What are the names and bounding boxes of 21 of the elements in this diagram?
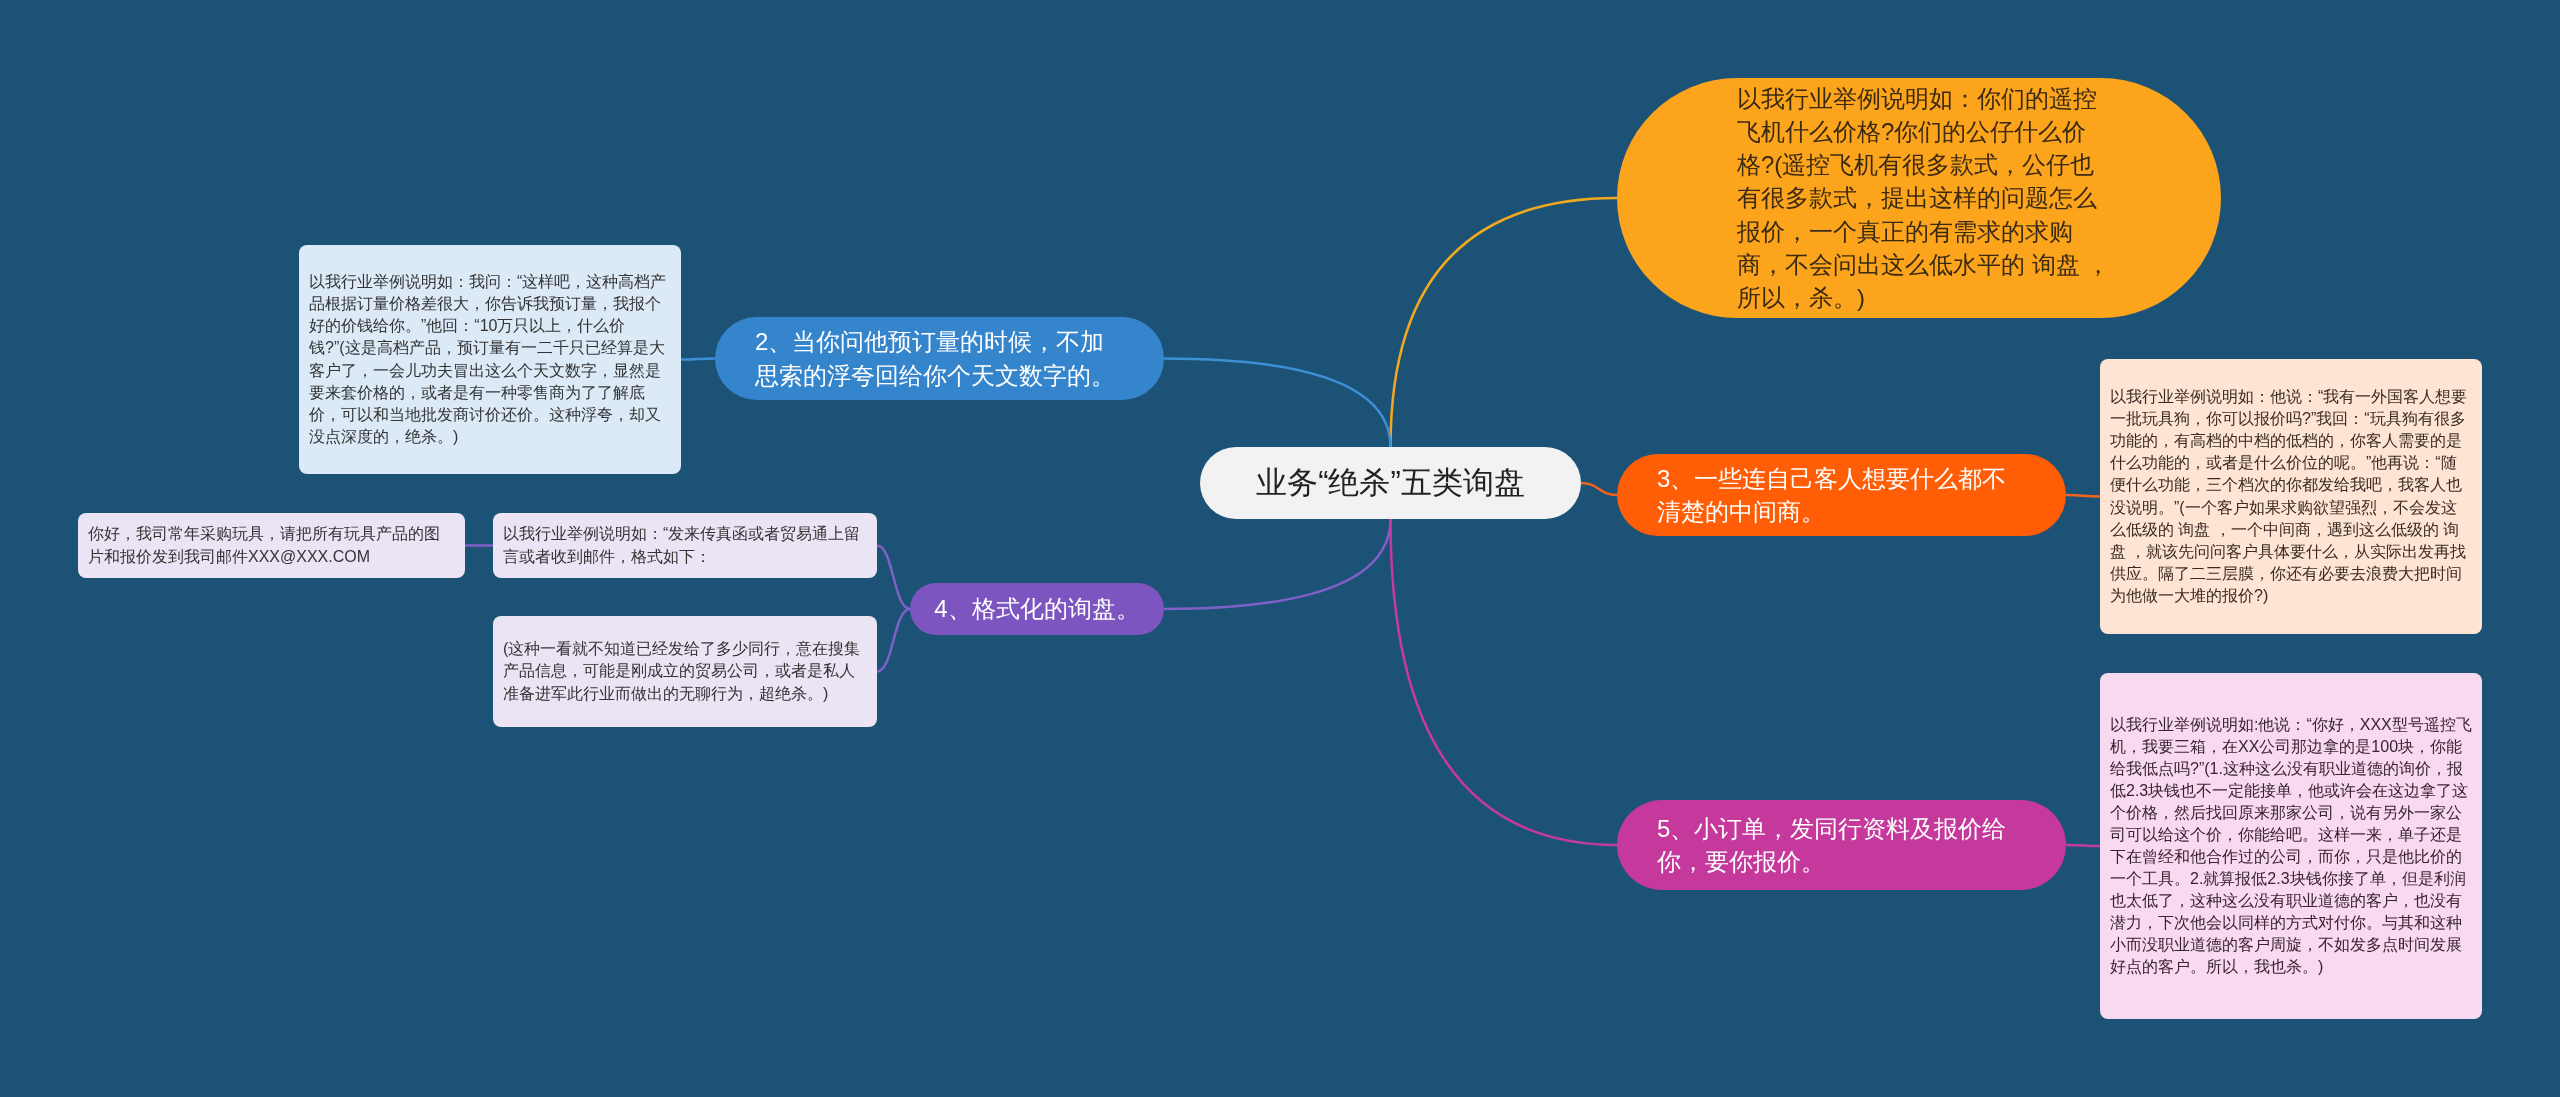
connector-line xyxy=(2066,493,2100,498)
connector-line xyxy=(681,357,715,361)
topic-pill: 4、格式化的询盘。 xyxy=(910,583,1164,635)
note-card: 以我行业举例说明如：我问：“这样吧，这种高档产品根据订量价格差很大，你告诉我预订量，我报个好的价钱给你。”他回：“10万只以上，什么价钱?”(这是高档产品，预订量有一二千只已经算是大客户了，一会儿功夫冒出这么个天文数字，显然是要来套价格的，或者是有一种零售商为了了解底价，可以和当地批发商讨价还价。这种浮夸，却又没点深度的，绝杀。) xyxy=(299,245,681,474)
note-card: 以我行业举例说明如：“发来传真函或者贸易通上留言或者收到邮件，格式如下： xyxy=(493,513,877,578)
topic-pill: 5、小订单，发同行资料及报价给你，要你报价。 xyxy=(1617,800,2066,890)
connector-line xyxy=(1580,481,1618,497)
topic-pill: 2、当你问他预订量的时候，不加思索的浮夸回给你个天文数字的。 xyxy=(715,317,1164,400)
connector-line xyxy=(1163,357,1392,448)
topic-pill: 以我行业举例说明如：你们的遥控飞机什么价格?你们的公仔什么价格?(遥控飞机有很多款式，公仔也有很多款式，提出这样的问题怎么报价，一个真正的有需求的求购商，不会问出这么低水平的 询盘 ，所以，杀。) xyxy=(1617,78,2221,318)
connector-line xyxy=(876,607,911,673)
note-card: 你好，我司常年采购玩具，请把所有玩具产品的图片和报价发到我司邮件XXX@XXX.COM xyxy=(78,513,465,578)
connector-line xyxy=(1389,518,1618,847)
note-card: 以我行业举例说明如:他说：“你好，XXX型号遥控飞机，我要三箱，在XX公司那边拿的是100块，你能给我低点吗?”(1.这种这么没有职业道德的询价，报低2.3块钱也不一定能接单，他或许会在这边拿了这个价格，然后找回原来那家公司，说有另外一家公司可以给这个价，你能给吧。这样一来，单子还是下在曾经和他合作过的公司，而你，只是他比价的一个工具。2.就算报低2.3块钱你接了单，但是利润也太低了，这种这么没有职业道德的客户，也没有潜力，下次他会以同样的方式对付你。与其和这种小而没职业道德的客户周旋，不如发多点时间发展好点的客户。所以，我也杀。) xyxy=(2100,673,2482,1019)
topic-pill: 3、一些连自己客人想要什么都不清楚的中间商。 xyxy=(1617,454,2066,536)
connector-line xyxy=(465,544,493,547)
connector-line xyxy=(2066,843,2100,848)
note-card: 以我行业举例说明如：他说：“我有一外国客人想要一批玩具狗，你可以报价吗?”我回：“玩具狗有很多功能的，有高档的中档的低档的，你客人需要的是什么功能的，或者是什么价位的呢。”他再说：“随便什么功能，三个档次的你都发给我吧，我客人也没说明。”(一个客户如果求购欲望强烈，不会发这么低级的 询盘 ，一个中间商，遇到这么低级的 询盘 ，就该先问问客户具体要什么，从实际出发再找供应。隔了二三层膜，你还有必要去浪费大把时间为他做一大堆的报价?) xyxy=(2100,359,2482,634)
central-topic: 业务“绝杀”五类询盘 xyxy=(1200,447,1581,519)
note-card: (这种一看就不知道已经发给了多少同行，意在搜集产品信息，可能是刚成立的贸易公司，或者是私人准备进军此行业而做出的无聊行为，超绝杀。) xyxy=(493,616,877,727)
connector-line xyxy=(876,544,911,611)
